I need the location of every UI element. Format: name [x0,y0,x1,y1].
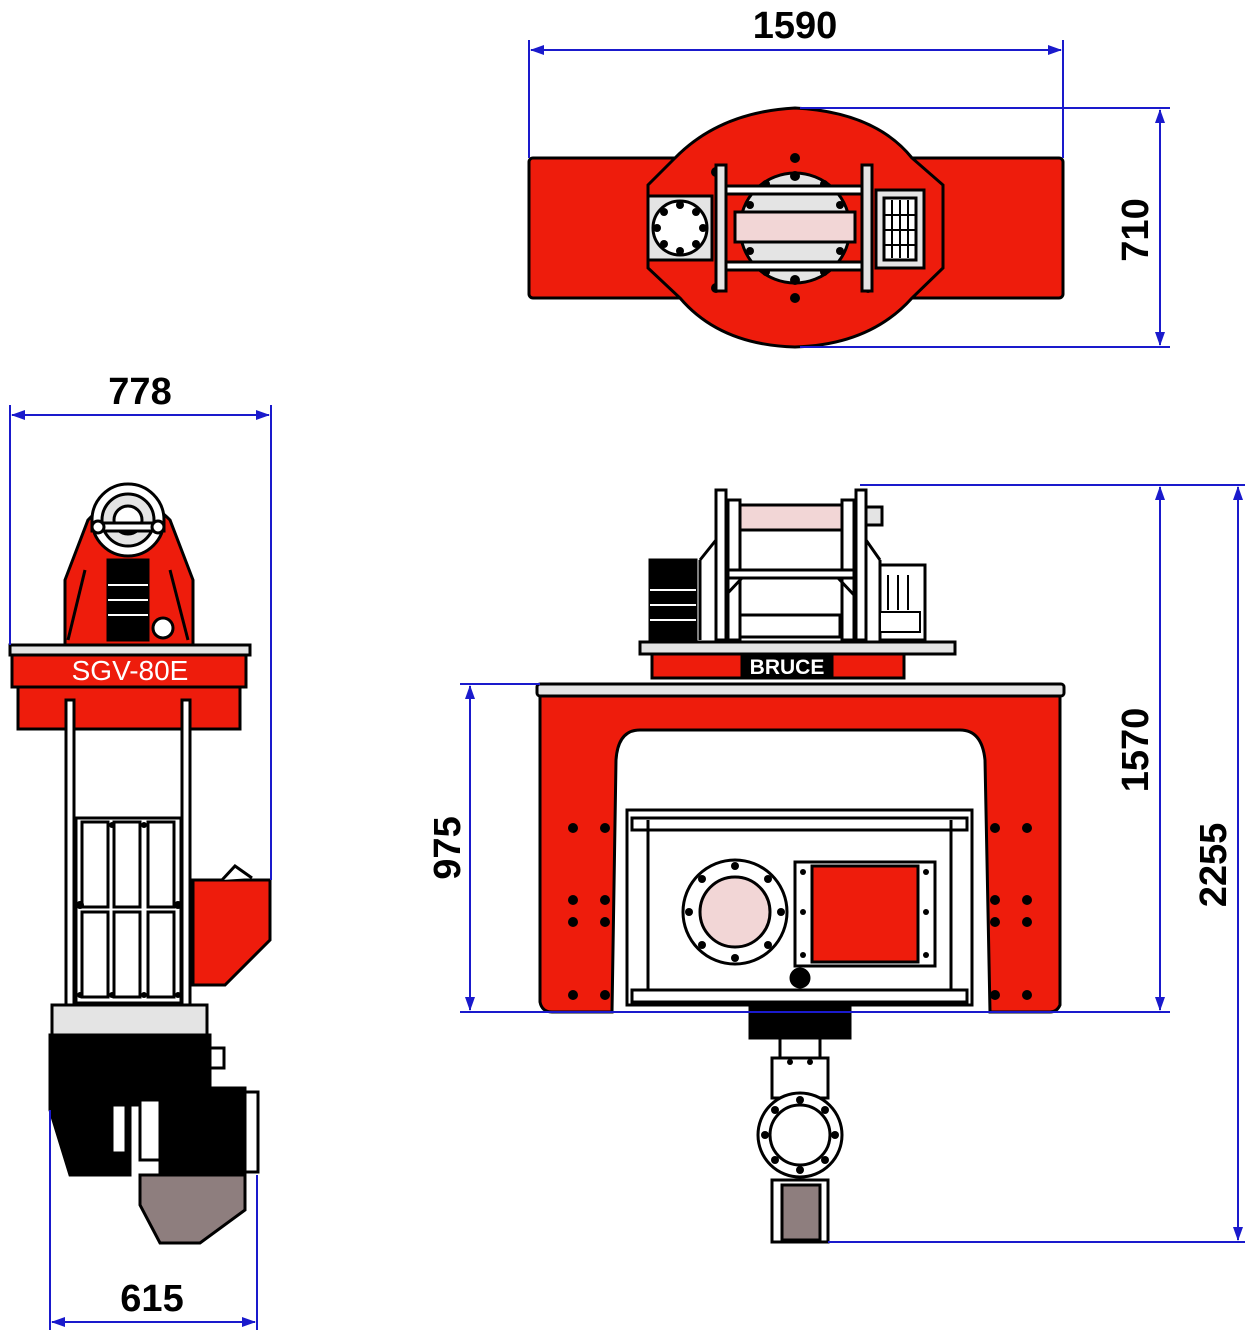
side-view [8,482,272,1245]
top-view [527,106,1065,349]
side-view-dimensions [9,405,272,1330]
dim-front-total-height: 2255 [1193,823,1235,908]
front-view-dimensions [460,484,1245,1243]
dim-top-depth: 710 [1115,198,1157,261]
dim-side-width-top: 778 [108,371,171,413]
model-label: SGV-80E [72,655,189,686]
dim-front-height-to-frame: 1570 [1115,708,1157,793]
front-view [535,488,1066,1244]
brand-label: BRUCE [750,656,825,679]
dim-top-width: 1590 [753,5,838,47]
front-view-bolts [568,823,1032,1174]
top-view-dimensions [528,40,1170,348]
dim-front-frame-height: 975 [427,816,469,879]
dim-side-width-bottom: 615 [120,1278,183,1320]
